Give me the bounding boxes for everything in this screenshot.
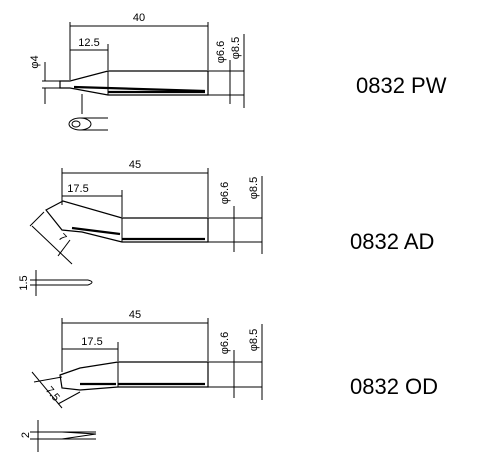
dim-diameter-large-pw: φ8.5: [230, 37, 242, 59]
tip-drawing-od: 45 17.5 7.5 2 φ6.6 φ8.5: [20, 309, 263, 452]
dim-diameter-mid-od: φ6.6: [219, 332, 231, 354]
dim-bevel-od: 7.5: [43, 384, 62, 403]
dim-diameter-large-ad: φ8.5: [248, 177, 260, 199]
dim-diameter-mid-pw: φ6.6: [215, 41, 227, 63]
dim-diameter-large-od: φ8.5: [248, 329, 260, 351]
tip-drawing-ad: 45 17.5 7 1.5 φ6.6 φ8.5: [18, 159, 263, 296]
dim-tip-length-pw: 12.5: [78, 37, 99, 49]
dim-tip-length-od: 17.5: [81, 336, 102, 348]
tip-code-od: 0832 OD: [350, 374, 438, 399]
dim-diameter-mid-ad: φ6.6: [219, 182, 231, 204]
dim-diameter-small-pw: φ4: [29, 55, 41, 68]
dim-total-length-pw: 40: [133, 12, 145, 24]
dim-bevel-ad: 7: [56, 231, 69, 244]
dim-thickness-ad: 1.5: [18, 275, 30, 290]
tip-body-od: [59, 361, 209, 391]
tip-code-ad: 0832 AD: [350, 229, 434, 254]
dim-total-length-ad: 45: [129, 159, 141, 171]
tip-body-ad: [45, 200, 209, 243]
tip-drawing-pw: 40 12.5 φ4 φ6.6 φ8.5: [29, 12, 245, 131]
tip-code-pw: 0832 PW: [356, 73, 447, 98]
dim-tip-length-ad: 17.5: [67, 183, 88, 195]
dim-thickness-od: 2: [20, 432, 32, 438]
dim-total-length-od: 45: [129, 309, 141, 321]
